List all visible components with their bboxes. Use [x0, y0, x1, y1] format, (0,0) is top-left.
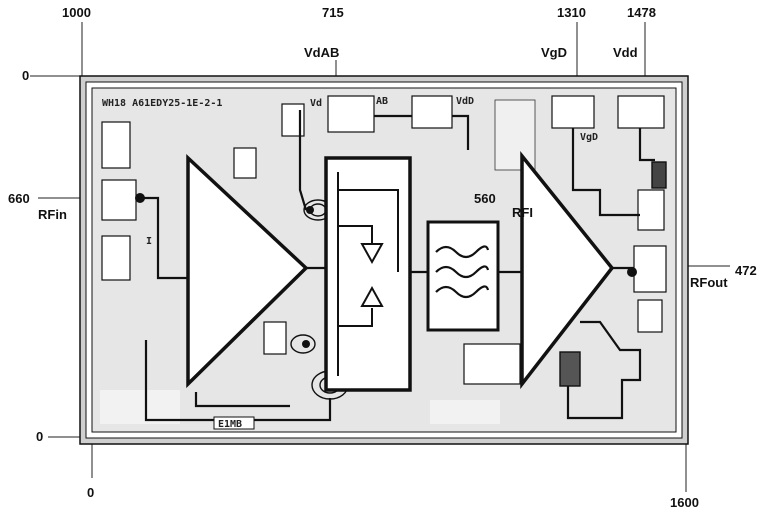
chip-label-vgd-small: VgD [580, 132, 598, 143]
trace [298, 110, 308, 211]
trace [566, 320, 642, 420]
pad-small [281, 103, 305, 137]
pad-label-rfout: RFout [690, 275, 728, 290]
inductor-block [559, 351, 581, 387]
chip-label-vd: Vd [310, 98, 322, 109]
chip-label-bottom: E1MB [218, 419, 242, 430]
pad-vdd [617, 95, 665, 129]
coord-bottom-left-x: 0 [87, 485, 95, 500]
pad-label-vdd: Vdd [613, 45, 638, 60]
stage-path-lower [338, 308, 373, 327]
stage-path [338, 189, 399, 272]
filter-waves [435, 245, 490, 299]
coord-top-vdd-x: 1478 [627, 5, 656, 20]
inductor [290, 334, 316, 354]
pad-left-bottom [101, 235, 131, 281]
chip-marking: WH18 A61EDY25-1E-2-1 [102, 98, 222, 109]
pad-label-rfi: RFI [512, 205, 533, 220]
die-region [430, 400, 500, 424]
balanced-stage-symbol [337, 172, 399, 376]
node [135, 193, 145, 203]
node [302, 340, 310, 348]
filter-wave [435, 245, 490, 259]
pad-vgd [551, 95, 595, 129]
pad-label-vdab: VdAB [304, 45, 340, 60]
amplifier-1-triangle [186, 153, 309, 389]
pad-cap [463, 343, 521, 385]
dimension-lines [30, 22, 730, 492]
die-region [100, 390, 180, 424]
pad-small [233, 147, 257, 179]
inductor-block [651, 161, 667, 189]
die-region [494, 99, 536, 171]
coord-top-left-x: 1000 [62, 5, 91, 20]
stage-arrow-up [360, 285, 384, 307]
pad-right-low [637, 299, 663, 333]
coord-bottom-right-x: 1600 [670, 495, 699, 510]
trace-rfin [136, 196, 188, 280]
coord-left-top-y: 0 [22, 68, 30, 83]
coord-left-rfin-y: 660 [8, 191, 30, 206]
pad-rfout [633, 245, 667, 293]
balanced-stage-box [324, 156, 412, 392]
chip-label-ab: AB [376, 96, 388, 107]
chip-label-vdd-small: VdD [456, 96, 474, 107]
coord-top-vdab-x: 715 [322, 5, 344, 20]
trace [194, 392, 290, 408]
stage-arrow-down [360, 243, 384, 265]
pad-small [263, 321, 287, 355]
coord-right-rfout-y: 472 [735, 263, 757, 278]
pad-left-top [101, 121, 131, 169]
stage-path-upper [338, 225, 373, 244]
pad-rfin [101, 179, 137, 221]
coord-top-vgd-x: 1310 [557, 5, 586, 20]
pad-label-rfin: RFin [38, 207, 67, 222]
coord-left-bottom-y: 0 [36, 429, 44, 444]
filter-wave [435, 285, 490, 299]
amplifier-2-triangle [520, 151, 615, 390]
pad-vdd-mid [411, 95, 453, 129]
pad-vdab [327, 95, 375, 133]
chip-label-i: I [146, 236, 152, 247]
trace [571, 128, 640, 217]
coord-rfi-y: 560 [474, 191, 496, 206]
chip-label-box [213, 416, 255, 430]
node [627, 267, 637, 277]
trace [638, 128, 655, 162]
bond-pads [101, 95, 667, 385]
trace [452, 114, 470, 150]
filter-wave [435, 265, 490, 279]
pad-label-vgd: VgD [541, 45, 567, 60]
pad-right-mid [637, 189, 665, 231]
